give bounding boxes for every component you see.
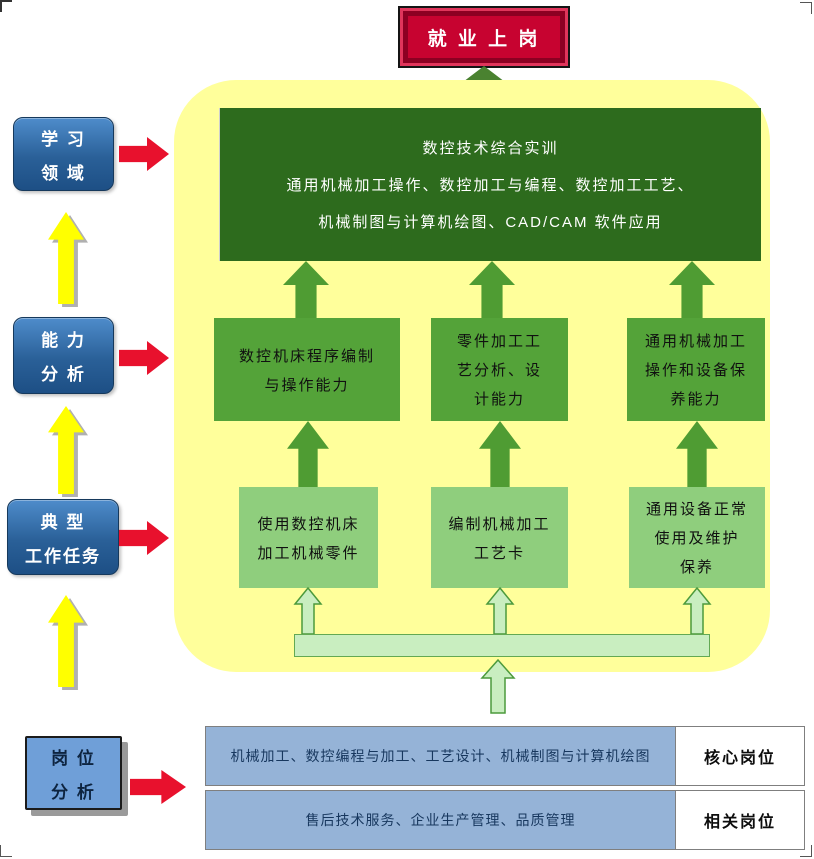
employment-label: 就 业 上 岗 <box>427 28 541 50</box>
job-table-row-core: 机械加工、数控编程与加工、工艺设计、机械制图与计算机绘图 核心岗位 <box>205 726 805 786</box>
red-right-arrow-task <box>119 521 169 555</box>
employment-box: 就 业 上 岗 <box>398 6 570 68</box>
task-box-process-card: 编制机械加工 工艺卡 <box>431 487 568 588</box>
pale-up-arrow-2 <box>485 587 515 635</box>
up-arrow-shape <box>48 406 84 494</box>
job-content-cell: 机械加工、数控编程与加工、工艺设计、机械制图与计算机绘图 <box>206 727 676 785</box>
box-text-line: 与操作能力 <box>264 376 350 394</box>
task-box-equipment-maintenance: 通用设备正常 使用及维护 保养 <box>629 487 765 588</box>
box-text-line: 操作和设备保 <box>644 362 747 379</box>
red-right-arrow-position <box>130 770 186 804</box>
page-corner-mark <box>800 845 812 857</box>
side-label-ability-analysis: 能 力 分 析 <box>13 317 114 394</box>
box-text-line: 数控机床程序编制 <box>238 347 375 365</box>
box-text-line: 计能力 <box>473 391 525 408</box>
ability-box-machine-maintenance: 通用机械加工 操作和设备保 养能力 <box>627 318 765 421</box>
box-text-line: 养能力 <box>670 391 722 408</box>
side-label-line: 学 习 <box>41 129 86 149</box>
page-corner-mark <box>0 845 12 857</box>
up-arrow-outline-icon <box>293 587 323 635</box>
box-text-line: 通用设备正常 <box>645 501 748 518</box>
box-text-line: 零件加工工 <box>456 333 542 350</box>
ability-box-cnc-programming: 数控机床程序编制 与操作能力 <box>214 318 400 421</box>
up-arrow-shape <box>48 595 84 687</box>
pale-up-arrow-into-bar <box>480 659 516 714</box>
side-label-learning-domain: 学 习 领 域 <box>13 117 114 191</box>
task-box-machining-parts: 使用数控机床 加工机械零件 <box>239 487 378 588</box>
box-text-line: 通用机械加工 <box>644 333 747 350</box>
pale-up-arrow-3 <box>682 587 712 635</box>
yellow-up-arrow-3 <box>48 595 84 687</box>
side-label-line: 分 析 <box>41 365 86 384</box>
training-line: 机械制图与计算机绘图、CAD/CAM 软件应用 <box>318 214 663 231</box>
side-label-line: 能 力 <box>41 331 86 350</box>
collector-bar <box>294 634 710 657</box>
side-label-line: 岗 位 <box>51 748 96 768</box>
training-line: 通用机械加工操作、数控加工与编程、数控加工工艺、 <box>286 177 695 194</box>
side-label-typical-work-tasks: 典 型 工作任务 <box>7 499 119 575</box>
side-label-line: 工作任务 <box>25 546 101 566</box>
side-label-line: 典 型 <box>40 512 86 532</box>
training-box: 数控技术综合实训 通用机械加工操作、数控加工与编程、数控加工工艺、 机械制图与计… <box>219 108 761 261</box>
job-label-cell: 相关岗位 <box>676 791 804 849</box>
box-text-line: 工艺卡 <box>473 544 525 562</box>
yellow-up-arrow-1 <box>48 212 84 304</box>
box-text-line: 使用数控机床 <box>257 515 360 533</box>
job-table-row-related: 售后技术服务、企业生产管理、品质管理 相关岗位 <box>205 790 805 850</box>
red-right-arrow-learning <box>119 137 169 171</box>
box-text-line: 使用及维护 <box>654 530 740 547</box>
job-content-cell: 售后技术服务、企业生产管理、品质管理 <box>206 791 676 849</box>
page-corner-mark <box>800 2 812 14</box>
side-label-line: 领 域 <box>41 163 86 183</box>
up-arrow-outline-icon <box>480 659 516 714</box>
box-text-line: 编制机械加工 <box>448 515 551 533</box>
pale-up-arrow-1 <box>293 587 323 635</box>
up-arrow-outline-icon <box>485 587 515 635</box>
side-label-line: 分 析 <box>51 782 96 802</box>
up-arrow-outline-icon <box>682 587 712 635</box>
box-text-line: 加工机械零件 <box>257 544 360 562</box>
job-label-cell: 核心岗位 <box>676 727 804 785</box>
box-text-line: 保养 <box>679 559 714 576</box>
ability-box-process-analysis: 零件加工工 艺分析、设 计能力 <box>431 318 568 421</box>
yellow-up-arrow-2 <box>48 406 84 494</box>
side-label-position-analysis: 岗 位 分 析 <box>25 736 122 810</box>
up-arrow-shape <box>48 212 84 304</box>
red-right-arrow-ability <box>119 341 169 375</box>
page-corner-mark <box>0 0 12 12</box>
training-line: 数控技术综合实训 <box>422 140 559 157</box>
box-text-line: 艺分析、设 <box>456 362 542 379</box>
